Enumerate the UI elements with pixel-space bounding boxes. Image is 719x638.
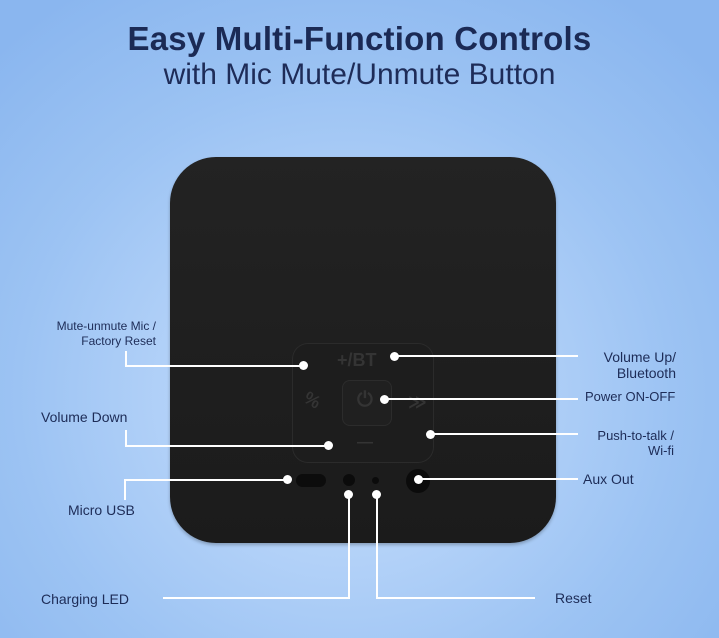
label-power: Power ON-OFF — [585, 389, 676, 404]
label-volume-up: Volume Up/ Bluetooth — [570, 349, 676, 381]
callout-line — [124, 479, 126, 500]
callout-line — [124, 479, 288, 481]
label-line: Push-to-talk / — [597, 428, 674, 443]
micro-usb-port — [296, 474, 326, 487]
callout-line — [348, 494, 350, 599]
callout-line — [125, 445, 329, 447]
callout-dot — [299, 361, 308, 370]
callout-line — [125, 430, 127, 446]
label-line: Bluetooth — [616, 365, 676, 381]
page-subtitle: with Mic Mute/Unmute Button — [163, 58, 556, 91]
label-line: Volume Up/ — [603, 349, 676, 365]
label-micro-usb: Micro USB — [68, 502, 135, 518]
callout-line — [163, 597, 350, 599]
wifi-icon: ≫ — [408, 392, 427, 412]
callout-line — [125, 351, 127, 366]
label-line: Mute-unmute Mic / — [56, 319, 156, 333]
label-push-to-talk: Push-to-talk / Wi-fi — [560, 428, 674, 458]
callout-line — [125, 365, 303, 367]
volume-down-icon: — — [357, 434, 373, 451]
label-line: Wi-fi — [648, 443, 674, 458]
callout-dot — [324, 441, 333, 450]
label-charging-led: Charging LED — [41, 591, 129, 607]
label-line: Factory Reset — [81, 334, 156, 348]
callout-line — [394, 355, 578, 357]
callout-line — [418, 478, 578, 480]
callout-line — [376, 597, 535, 599]
label-aux-out: Aux Out — [583, 471, 634, 487]
volume-up-icon: +/BT — [337, 350, 377, 370]
callout-line — [430, 433, 578, 435]
label-volume-down: Volume Down — [41, 409, 128, 425]
callout-dot — [283, 475, 292, 484]
label-reset: Reset — [555, 590, 592, 606]
label-mute-mic: Mute-unmute Mic / Factory Reset — [20, 319, 156, 349]
charging-led — [343, 474, 355, 486]
power-icon: ⏻ — [357, 389, 373, 411]
page-title: Easy Multi-Function Controls — [127, 20, 592, 57]
reset-pinhole[interactable] — [372, 477, 379, 484]
callout-line — [384, 398, 578, 400]
callout-line — [376, 494, 378, 599]
